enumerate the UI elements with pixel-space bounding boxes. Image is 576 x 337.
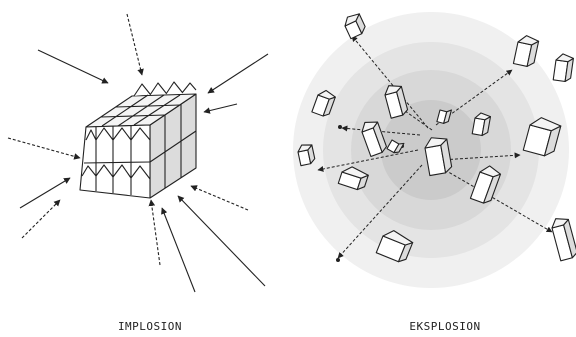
inward-arrow [22, 200, 60, 238]
house-fragment [550, 216, 576, 261]
inward-arrow [208, 54, 268, 93]
inward-arrow [20, 178, 70, 208]
house-fragment [553, 53, 574, 82]
inward-arrow [178, 196, 265, 286]
inward-arrow [8, 138, 80, 158]
inward-arrow [127, 14, 142, 75]
implosion-block [80, 82, 196, 198]
block-front-face [80, 125, 150, 198]
inward-arrow [151, 200, 160, 265]
inward-arrow [162, 208, 195, 292]
explosion-caption: EKSPLOSION [345, 318, 545, 336]
implosion-caption: IMPLOSION [60, 318, 240, 336]
inward-arrow [38, 50, 108, 83]
inward-arrow [204, 104, 237, 112]
explosion-panel [293, 12, 576, 288]
inward-arrow [191, 186, 248, 210]
implosion-panel [8, 14, 268, 292]
